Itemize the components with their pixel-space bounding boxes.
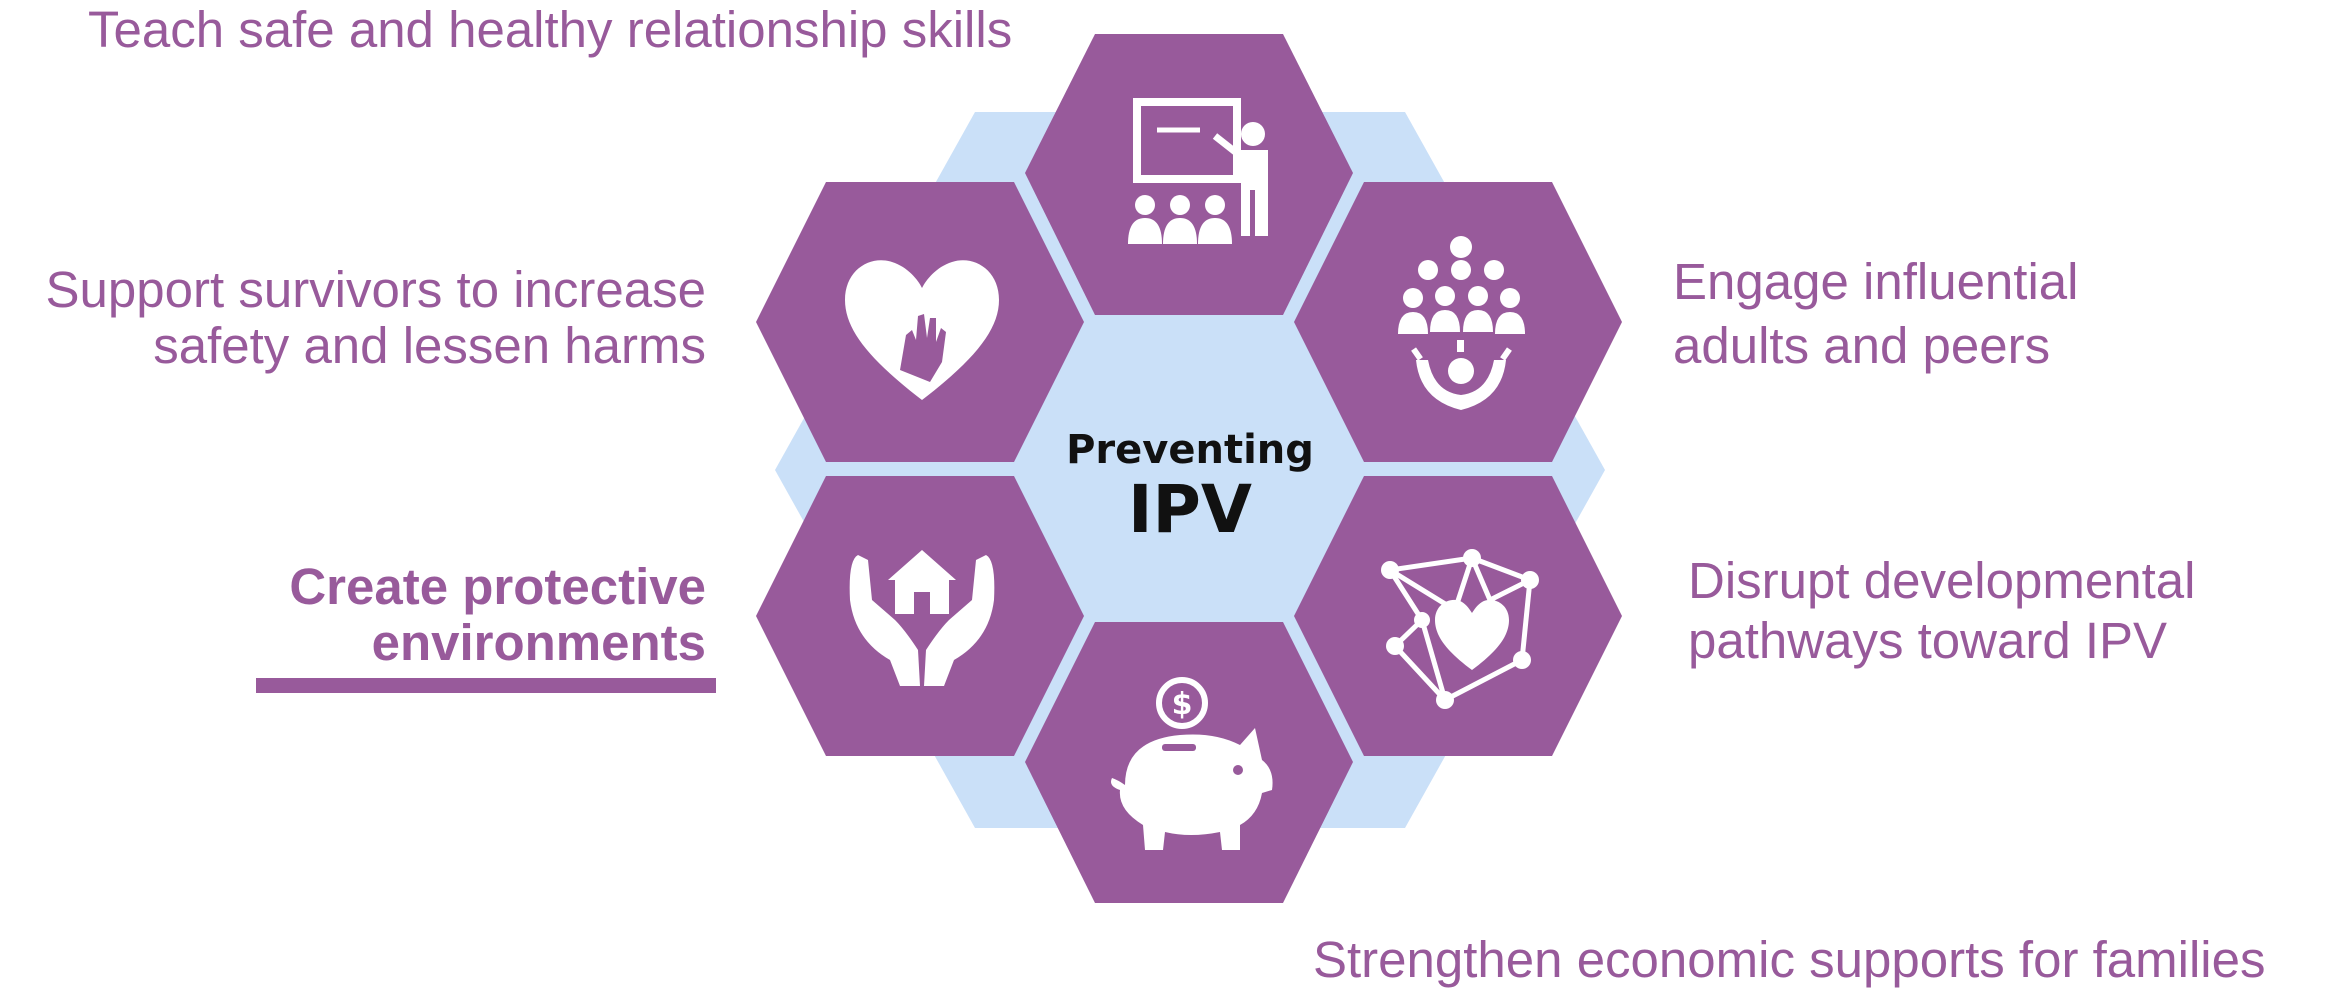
label-support: Support survivors to increase safety and… bbox=[0, 262, 706, 374]
network-heart-icon bbox=[1381, 549, 1539, 709]
community-group-icon bbox=[1398, 236, 1525, 410]
center-acronym: IPV bbox=[1128, 471, 1252, 548]
hands-house-icon bbox=[849, 550, 995, 686]
emphasis-underline bbox=[256, 678, 716, 693]
svg-text:$: $ bbox=[1172, 687, 1193, 722]
hex-teach[interactable] bbox=[1025, 34, 1353, 315]
label-disrupt-line2: pathways toward IPV bbox=[1688, 612, 2168, 669]
heart-hand-icon bbox=[845, 260, 999, 400]
piggy-bank-icon: $ bbox=[1111, 677, 1273, 850]
label-teach: Teach safe and healthy relationship skil… bbox=[88, 1, 1013, 58]
label-engage: Engage influential adults and peers bbox=[1673, 250, 2079, 378]
label-create-line2: environments bbox=[371, 614, 706, 671]
label-create-line1: Create protective bbox=[289, 558, 706, 615]
label-support-line1: Support survivors to increase bbox=[45, 261, 706, 318]
label-create: Create protective environments bbox=[0, 559, 706, 671]
label-disrupt-line1: Disrupt developmental bbox=[1688, 552, 2196, 609]
teacher-classroom-icon bbox=[1128, 98, 1268, 244]
label-support-line2: safety and lessen harms bbox=[153, 317, 706, 374]
label-engage-line2: adults and peers bbox=[1673, 317, 2051, 374]
label-strengthen: Strengthen economic supports for familie… bbox=[1313, 931, 2266, 988]
center-title: Preventing bbox=[1066, 427, 1314, 473]
label-disrupt: Disrupt developmental pathways toward IP… bbox=[1688, 551, 2195, 671]
label-engage-line1: Engage influential bbox=[1673, 253, 2079, 310]
hex-create[interactable] bbox=[756, 476, 1084, 756]
